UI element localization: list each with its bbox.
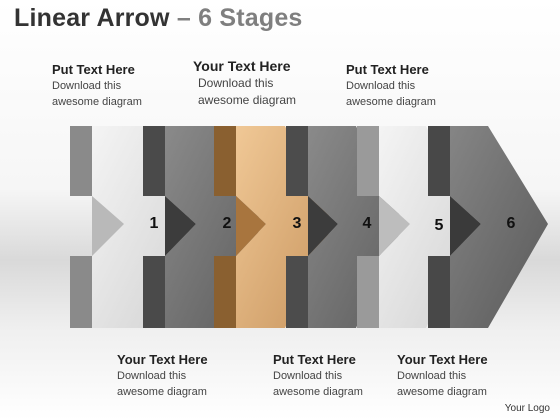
text-block-body: Download this awesome diagram [346, 78, 436, 110]
text-block-heading: Put Text Here [273, 352, 356, 367]
text-block-body: Download this awesome diagram [397, 368, 488, 400]
text-block-line: Download this [198, 76, 274, 90]
text-block-line: Download this [273, 370, 343, 382]
text-block-line: awesome diagram [397, 386, 487, 398]
text-block-line: awesome diagram [273, 386, 363, 398]
page-title: Linear Arrow – 6 Stages [14, 4, 303, 33]
stage-number-1: 1 [150, 215, 159, 232]
text-block-line: Download this [346, 80, 416, 92]
text-block-heading: Your Text Here [397, 352, 488, 367]
text-block-line: awesome diagram [52, 96, 142, 108]
text-block-heading: Your Text Here [117, 352, 208, 367]
text-block-bottom-3: Your Text Here Download this awesome dia… [397, 352, 488, 400]
stage-chevron-6 [428, 126, 548, 328]
text-block-line: awesome diagram [346, 96, 436, 108]
stage-number-2: 2 [223, 215, 232, 232]
text-block-body: Download this awesome diagram [52, 78, 142, 110]
text-block-top-2: Your Text Here Download this awesome dia… [193, 58, 296, 109]
text-block-body: Download this awesome diagram [273, 368, 363, 400]
text-block-line: Download this [397, 370, 467, 382]
stage-number-3: 3 [293, 215, 302, 232]
text-block-line: Download this [52, 80, 122, 92]
text-block-heading: Put Text Here [346, 62, 429, 77]
logo-text: Your Logo [504, 403, 550, 414]
stage-number-5: 5 [435, 217, 444, 234]
text-block-body: Download this awesome diagram [117, 368, 208, 400]
text-block-line: awesome diagram [198, 93, 297, 107]
text-block-heading: Put Text Here [52, 62, 135, 77]
text-block-line: Download this [117, 370, 187, 382]
title-separator: – [176, 4, 191, 32]
text-block-bottom-2: Put Text Here Download this awesome diag… [273, 352, 363, 400]
stage-number-6: 6 [507, 215, 516, 232]
title-main: Linear Arrow [14, 4, 170, 32]
text-block-line: awesome diagram [117, 386, 207, 398]
text-block-top-3: Put Text Here Download this awesome diag… [346, 62, 436, 110]
title-subtitle: 6 Stages [198, 4, 303, 32]
text-block-heading: Your Text Here [193, 58, 291, 74]
text-block-top-1: Put Text Here Download this awesome diag… [52, 62, 142, 110]
stage-number-4: 4 [363, 215, 372, 232]
text-block-bottom-1: Your Text Here Download this awesome dia… [117, 352, 208, 400]
text-block-body: Download this awesome diagram [198, 75, 296, 109]
